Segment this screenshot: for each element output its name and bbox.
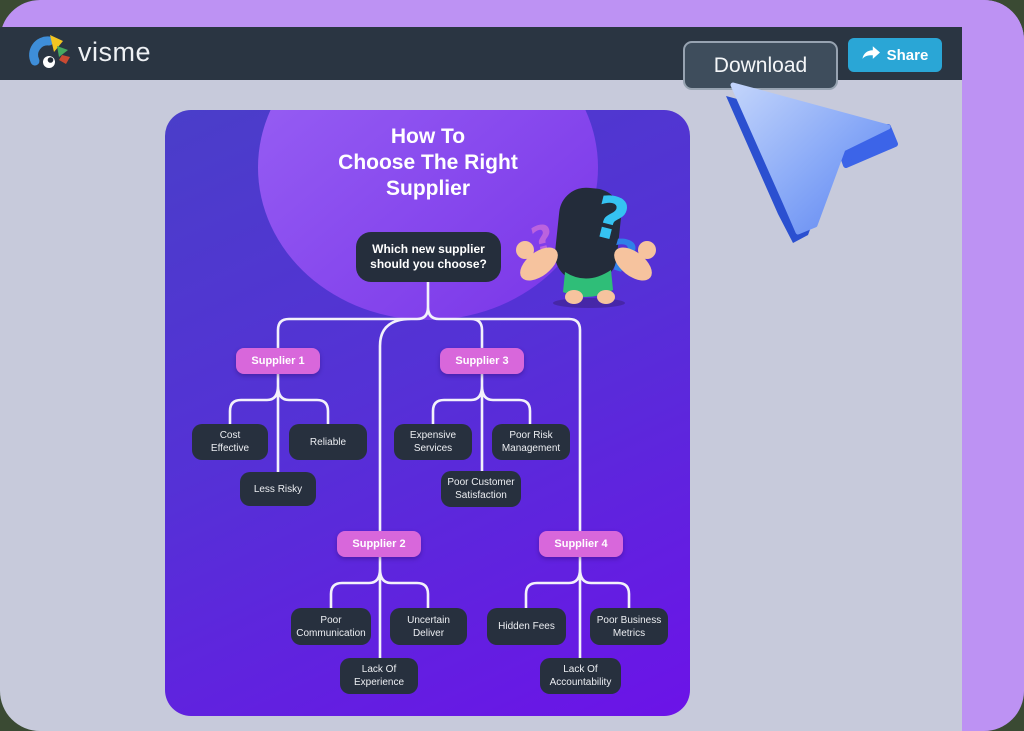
node-expensive-services: Expensive Services	[394, 424, 472, 460]
infographic-card: How To Choose The Right Supplier Which n…	[165, 110, 690, 716]
node-hidden-fees: Hidden Fees	[487, 608, 566, 645]
node-poor-customer-satisfaction: Poor Customer Satisfaction	[441, 471, 521, 507]
node-lack-of-experience: Lack Of Experience	[340, 658, 418, 694]
visme-logo[interactable]: visme	[26, 31, 151, 76]
node-uncertain-deliver: Uncertain Deliver	[390, 608, 467, 645]
node-poor-communication: Poor Communication	[291, 608, 371, 645]
share-button[interactable]: Share	[848, 38, 942, 72]
supplier-4-pill: Supplier 4	[539, 531, 623, 557]
share-arrow-icon	[862, 46, 880, 64]
download-button[interactable]: Download	[683, 41, 838, 90]
question-character-illustration: ? ? ?	[516, 182, 656, 308]
node-poor-risk-management: Poor Risk Management	[492, 424, 570, 460]
visme-logo-text: visme	[78, 36, 152, 67]
node-less-risky: Less Risky	[240, 472, 316, 506]
infographic-title: How To Choose The Right Supplier	[338, 125, 518, 200]
supplier-3-pill: Supplier 3	[440, 348, 524, 374]
visme-logo-icon	[26, 31, 70, 76]
root-question-box: Which new supplier should you choose?	[356, 232, 501, 282]
node-reliable: Reliable	[289, 424, 367, 460]
node-cost-effective: Cost Effective	[192, 424, 268, 460]
node-lack-of-accountability: Lack Of Accountability	[540, 658, 621, 694]
node-poor-business-metrics: Poor Business Metrics	[590, 608, 668, 645]
connector-lines	[228, 280, 631, 660]
supplier-1-pill: Supplier 1	[236, 348, 320, 374]
supplier-2-pill: Supplier 2	[337, 531, 421, 557]
share-button-label: Share	[886, 46, 929, 64]
